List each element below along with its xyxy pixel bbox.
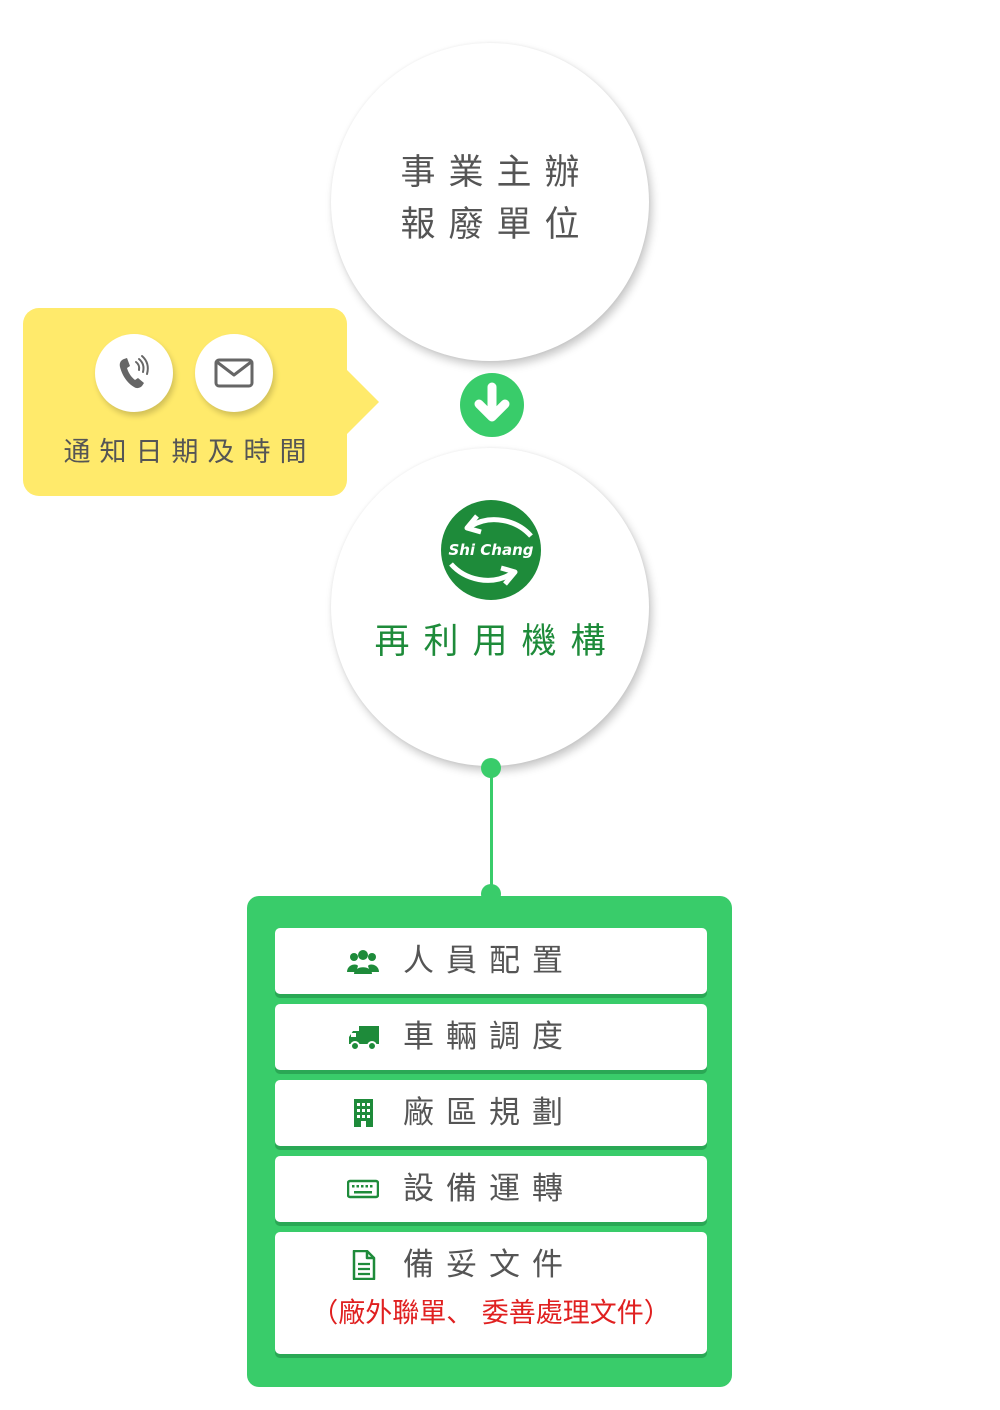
task-label: 備妥文件 [403,1247,575,1283]
source-unit-node: 事業主辦 報廢單位 [331,43,649,361]
task-vehicle-dispatch: 車輛調度 [275,1004,707,1070]
task-documents-note: （廠外聯單、 委善處理文件） [311,1298,671,1329]
source-unit-line2: 報廢單位 [400,205,593,245]
logo-text: Shi Chang [448,541,533,559]
keyboard-icon [347,1179,379,1199]
task-label: 車輛調度 [403,1019,575,1055]
notification-callout: 通知日期及時間 [23,308,347,496]
task-label: 廠區規劃 [403,1095,575,1131]
callout-pointer [345,368,379,436]
recycler-node: Shi Chang 再利用機構 [331,448,649,766]
arrow-down-icon [460,373,524,437]
document-icon [352,1250,376,1280]
connector-dot-top [481,758,501,778]
truck-icon [349,1026,379,1051]
task-staffing: 人員配置 [275,928,707,994]
task-panel: 人員配置 車輛調度 [247,896,732,1387]
people-icon [347,950,379,974]
phone-icon [95,334,173,412]
task-equipment-operation: 設備運轉 [275,1156,707,1222]
mail-icon [195,334,273,412]
building-icon [354,1099,373,1127]
task-label: 設備運轉 [403,1171,575,1207]
source-unit-line1: 事業主辦 [400,153,593,193]
recycler-title: 再利用機構 [374,622,620,662]
task-label: 人員配置 [403,943,575,979]
task-documents: 備妥文件 （廠外聯單、 委善處理文件） [275,1232,707,1354]
connector-line [490,770,493,892]
task-site-planning: 廠區規劃 [275,1080,707,1146]
shi-chang-logo: Shi Chang [441,500,541,600]
notification-label: 通知日期及時間 [63,437,316,468]
